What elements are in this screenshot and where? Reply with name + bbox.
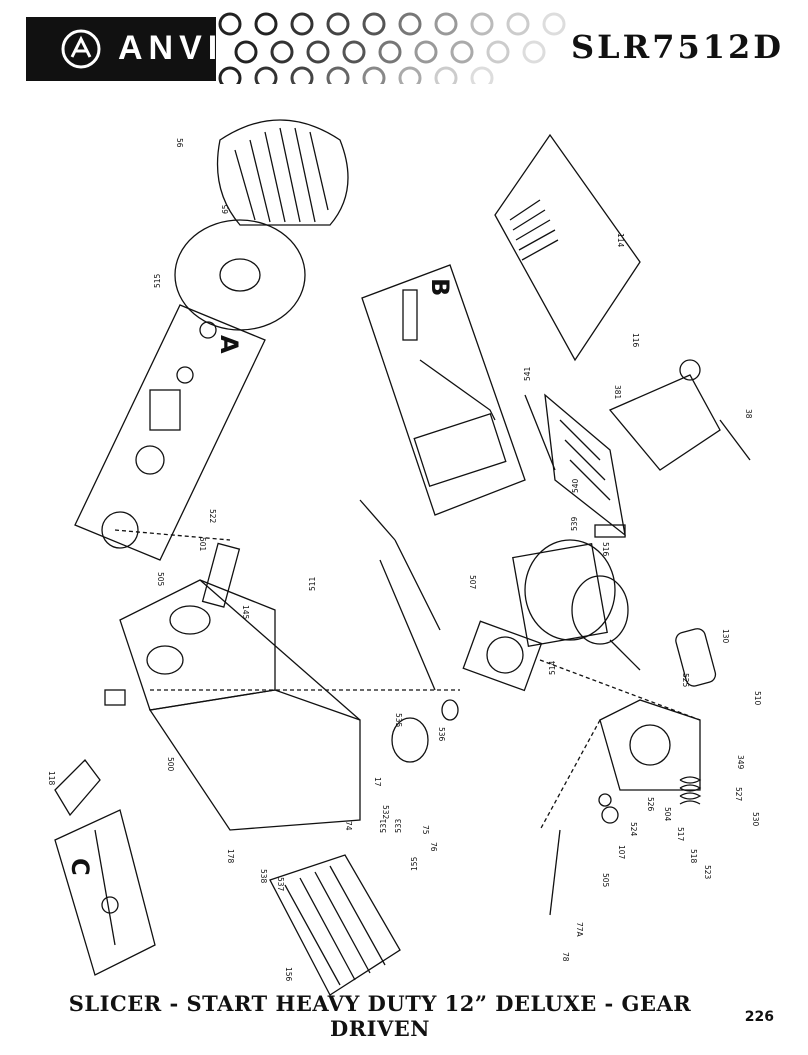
part-label: 17: [373, 777, 382, 787]
part-label: 516: [601, 542, 610, 557]
model-number: SLR7512D: [570, 28, 784, 66]
part-label: 77A: [575, 922, 584, 938]
part-label: 145: [241, 605, 250, 620]
part-label: 75: [421, 825, 430, 835]
part-label: 56: [175, 138, 184, 148]
part-label: 116: [631, 333, 640, 348]
part-label: 504: [663, 807, 672, 822]
part-label: 530: [751, 812, 760, 827]
side-panel-part: [494, 133, 641, 362]
handle-knob-part: [54, 689, 126, 817]
part-label: 178: [226, 849, 235, 864]
part-label: 349: [736, 755, 745, 770]
part-label: 539: [570, 516, 579, 531]
inset-b-frame: [361, 264, 526, 516]
brand-block: ANVIL: [26, 17, 244, 81]
part-label: 76: [429, 842, 438, 852]
part-label: 156: [284, 967, 293, 982]
part-label: 155: [410, 856, 419, 871]
inset-c-label: C: [66, 858, 94, 876]
part-label: 525: [681, 673, 690, 688]
part-label: 531: [379, 818, 388, 833]
part-label: 74: [344, 821, 353, 831]
part-label: 522: [208, 509, 217, 524]
bottom-cover-part: [269, 854, 401, 996]
main-housing-part: [119, 542, 361, 831]
page-number: 226: [744, 1009, 774, 1025]
carriage-tray-part: [524, 393, 626, 538]
part-label: 507: [468, 575, 477, 590]
part-label: 524: [629, 822, 638, 837]
part-label: 505: [601, 873, 610, 888]
part-label: 500: [166, 757, 175, 772]
part-label: 532: [381, 805, 390, 820]
part-label: 65: [221, 204, 230, 214]
part-label: 538: [259, 869, 268, 884]
part-label: 537: [276, 877, 285, 892]
part-label: 518: [689, 849, 698, 864]
part-label: 535: [394, 713, 403, 728]
exploded-parts-diagram: A B C 56 65 515 114 116 541 540 539 38 3…: [47, 119, 762, 996]
part-label: 523: [703, 865, 712, 880]
part-label: 107: [617, 845, 626, 860]
part-label: 118: [47, 771, 56, 786]
part-label: 130: [721, 629, 730, 644]
part-label: 536: [437, 727, 446, 742]
mounting-bracket-part: [608, 359, 751, 471]
part-label: 511: [308, 576, 317, 591]
inset-b-label: B: [426, 278, 454, 296]
spring-assembly-part: [549, 776, 702, 916]
pulley-part: [391, 699, 459, 763]
part-label: 540: [571, 478, 580, 493]
shaft-rods-part: [359, 499, 441, 691]
blade-guard-part: [216, 119, 349, 226]
motor-part: [512, 539, 641, 671]
logo-pattern-background: [218, 12, 566, 84]
inset-a-label: A: [215, 335, 243, 354]
part-label: 533: [394, 818, 403, 833]
inset-c-frame: [54, 809, 156, 976]
gear-housing-part: [599, 628, 717, 791]
alignment-lines: [114, 529, 701, 831]
part-label: 510: [753, 691, 762, 706]
part-label: 515: [153, 273, 162, 288]
part-label: 514: [548, 660, 557, 675]
fan-part: [462, 620, 543, 692]
brand-name: ANVIL: [118, 29, 250, 67]
inset-a-frame: [74, 304, 266, 561]
part-label: 38: [744, 409, 753, 419]
part-label: 78: [561, 952, 570, 962]
part-label: 501: [198, 537, 207, 552]
page-title: SLICER - START HEAVY DUTY 12” DELUXE - G…: [68, 991, 692, 1041]
part-label: 541: [523, 366, 532, 381]
part-label: 114: [616, 233, 625, 248]
part-label: 517: [676, 827, 685, 842]
part-label: 527: [734, 787, 743, 802]
part-label: 526: [646, 797, 655, 812]
slicer-blade-part: [174, 219, 306, 331]
part-label: 381: [613, 385, 622, 400]
part-label: 505: [156, 572, 165, 587]
anvil-logo-icon: [61, 29, 101, 69]
